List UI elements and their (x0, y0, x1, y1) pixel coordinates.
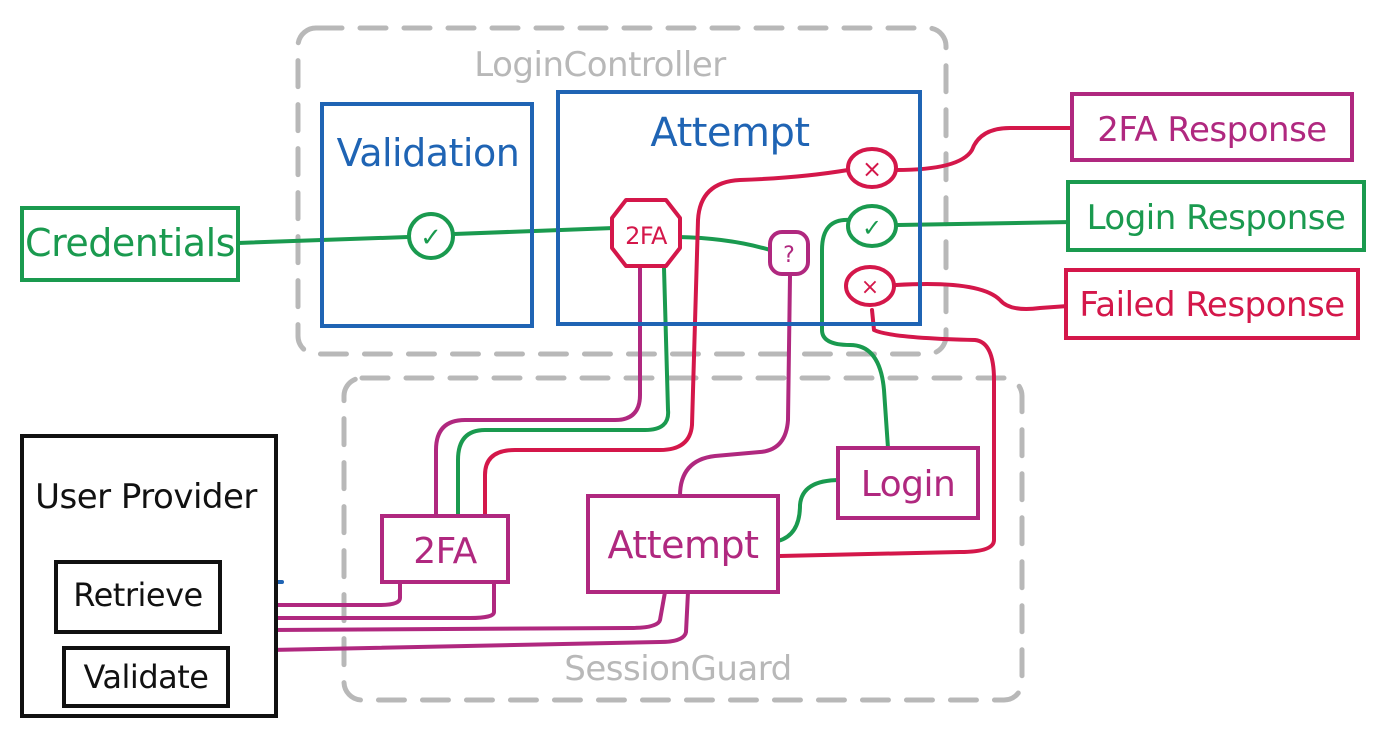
validation-box-outline (320, 102, 534, 328)
login-controller-container: LoginController (295, 25, 949, 357)
x-bottom-node: × (844, 265, 896, 307)
login-controller-outline (295, 25, 949, 357)
question-node: ? (768, 230, 810, 276)
credentials-box-outline (20, 206, 240, 282)
login-check-to-login-guard-line (820, 217, 890, 450)
2fa-node: 2FA (610, 198, 682, 268)
login-response-outline (1066, 180, 1366, 252)
validation-check-node: ✓ (407, 212, 455, 260)
attempt-guard-to-user-provider-a (268, 590, 667, 632)
login-controller-label: LoginController (474, 45, 726, 85)
failed-response-outline (1064, 268, 1360, 340)
question-to-attempt-guard-line (678, 274, 792, 498)
x-bottom-icon: × (861, 275, 879, 300)
2fa-guard-to-user-provider-b (268, 580, 496, 620)
login-response-label: Login Response (1087, 198, 1346, 238)
validation-label: Validation (337, 131, 520, 175)
session-guard-label: SessionGuard (564, 649, 791, 689)
2fa-node-to-2fa-guard-green (456, 266, 671, 518)
attempt-controller-outline (556, 90, 922, 326)
login-check-to-response-line (896, 220, 1074, 227)
2fa-node-to-2fa-guard-magenta (434, 266, 642, 518)
user-provider-label: User Provider (35, 477, 257, 517)
2fa-response-outline (1070, 92, 1354, 162)
x-top-node: × (846, 147, 898, 189)
2fa-response-box: 2FA Response (1070, 92, 1354, 162)
login-check-node: ✓ (846, 204, 898, 248)
2fa-node-outline (610, 198, 682, 268)
attempt-guard-label: Attempt (607, 523, 758, 567)
x-bottom-to-failed-response-line (894, 282, 1070, 311)
credentials-box: Credentials (20, 206, 240, 282)
session-guard-container: SessionGuard (341, 375, 1025, 703)
validate-label: Validate (84, 658, 209, 696)
2fa-guard-to-user-provider-a (268, 580, 402, 607)
2fa-guard-outline (380, 514, 510, 584)
session-guard-outline (341, 375, 1025, 703)
x-bottom-to-attempt-guard-line (778, 308, 996, 558)
connector-lines (136, 126, 1074, 694)
attempt-guard-to-user-provider-b (268, 590, 690, 652)
login-check-icon: ✓ (862, 214, 882, 242)
2fa-to-question-line (676, 235, 772, 252)
validate-box-outline (62, 646, 230, 708)
x-top-icon: × (862, 155, 882, 183)
user-provider-box: User Provider Retrieve Validate (20, 434, 278, 718)
failed-response-label: Failed Response (1079, 285, 1344, 325)
x-bottom-outline (844, 265, 896, 307)
login-guard-box: Login (836, 446, 980, 520)
attempt-guard-to-login-guard-line (776, 478, 842, 543)
2fa-node-label: 2FA (625, 222, 668, 250)
question-node-label: ? (783, 243, 795, 268)
login-guard-outline (836, 446, 980, 520)
x-top-to-2fa-guard-line (483, 168, 850, 518)
x-top-to-2fa-response-line (894, 126, 1074, 172)
2fa-guard-label: 2FA (413, 531, 477, 572)
validation-check-circle (407, 212, 455, 260)
attempt-guard-outline (586, 494, 780, 594)
question-node-outline (768, 230, 810, 276)
validation-check-icon: ✓ (420, 223, 442, 253)
attempt-controller-box: Attempt (556, 90, 922, 326)
validation-box: Validation (320, 102, 534, 328)
2fa-guard-box: 2FA (380, 514, 510, 584)
2fa-response-label: 2FA Response (1097, 110, 1326, 150)
retrieve-box-outline (54, 560, 222, 634)
retrieve-label: Retrieve (73, 576, 202, 614)
x-top-outline (846, 147, 898, 189)
credentials-label: Credentials (25, 221, 235, 265)
login-check-outline (846, 204, 898, 248)
attempt-controller-label: Attempt (650, 110, 809, 156)
attempt-guard-box: Attempt (586, 494, 780, 594)
failed-response-box: Failed Response (1064, 268, 1360, 340)
login-guard-label: Login (861, 464, 956, 505)
login-response-box: Login Response (1066, 180, 1366, 252)
